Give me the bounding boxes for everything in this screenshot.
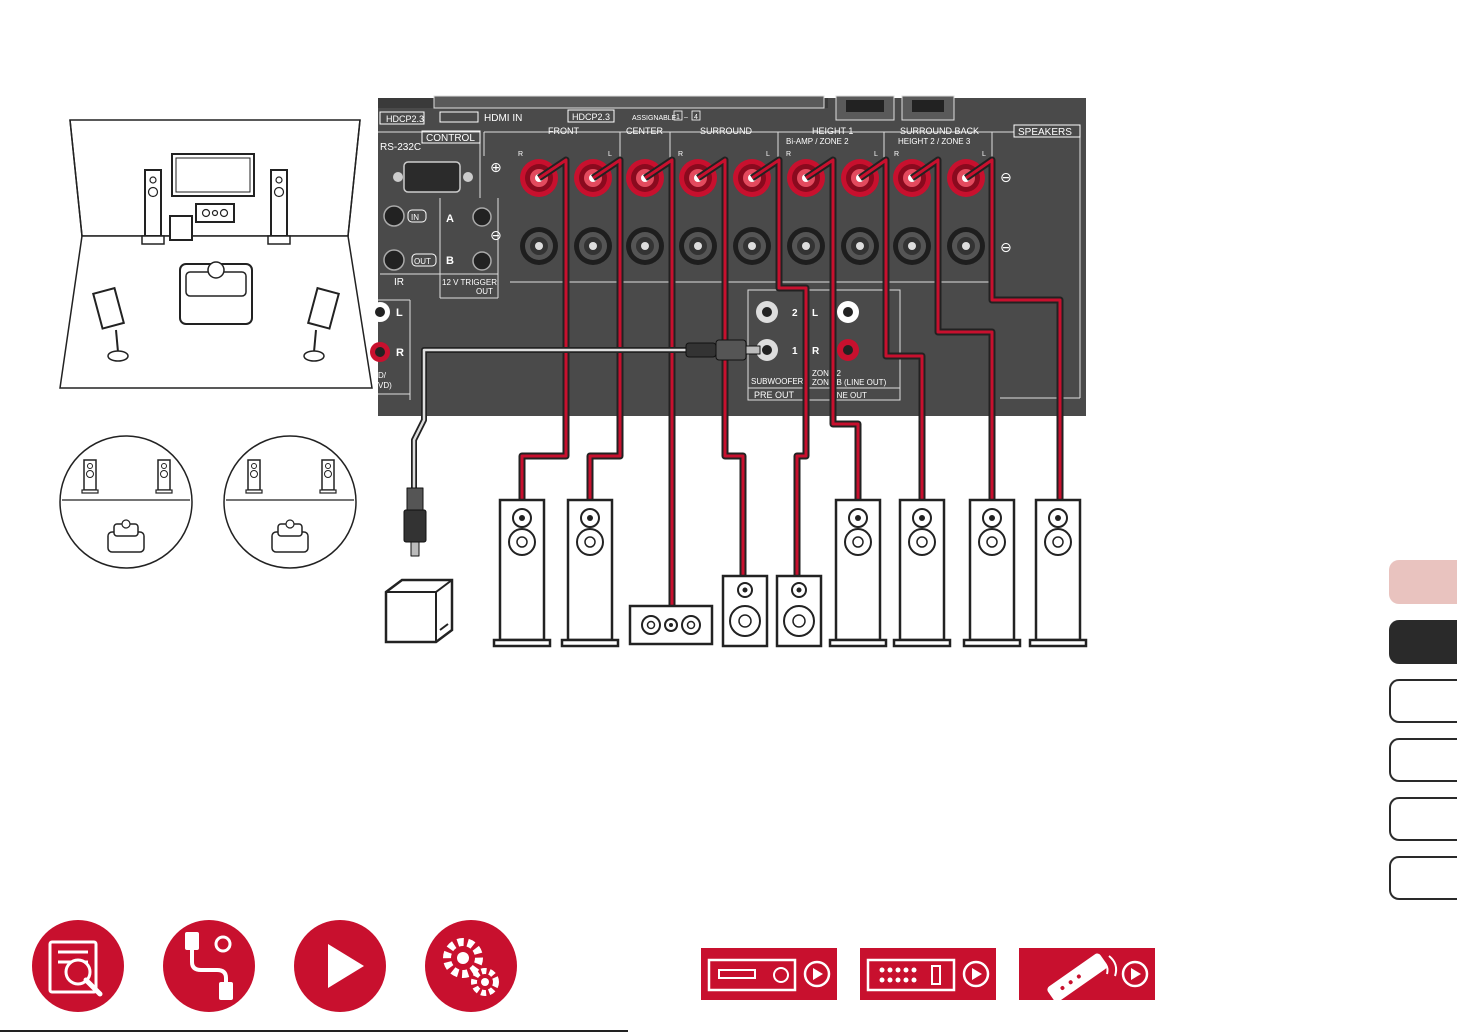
plus-left-label: ⊕ bbox=[490, 159, 502, 175]
pre-out-label: PRE OUT bbox=[754, 390, 795, 400]
height1-label: HEIGHT 1 bbox=[812, 126, 853, 136]
assign-1-label: 1 bbox=[676, 114, 680, 121]
speaker-lineup bbox=[386, 500, 1086, 646]
zone3-label: ZONE B (LINE OUT) bbox=[812, 378, 887, 387]
audio-r-label: R bbox=[396, 347, 404, 359]
center-label: CENTER bbox=[626, 126, 664, 136]
height1-r-label: R bbox=[786, 151, 791, 158]
trigger-b-label: B bbox=[446, 255, 454, 267]
footer-rule bbox=[0, 1030, 628, 1032]
surround-r-label: R bbox=[678, 151, 683, 158]
ir-label: IR bbox=[394, 277, 404, 288]
placement-circle-left bbox=[60, 436, 192, 568]
plus-right-label: ⊖ bbox=[1000, 169, 1012, 185]
pre-r-label: R bbox=[812, 346, 820, 357]
side-tab-6[interactable] bbox=[1389, 856, 1457, 900]
audio-l-label: L bbox=[396, 307, 403, 319]
assignable-label: ASSIGNABLE bbox=[632, 115, 677, 122]
placement-circle-right bbox=[224, 436, 356, 568]
side-tab-2[interactable] bbox=[1389, 620, 1457, 664]
connections-icon[interactable] bbox=[163, 920, 255, 1012]
trigger-out-label: OUT bbox=[476, 287, 493, 296]
setup-icon[interactable] bbox=[425, 920, 517, 1012]
height1-l-label: L bbox=[874, 151, 878, 158]
surround-label: SURROUND bbox=[700, 126, 753, 136]
ir-out-label: OUT bbox=[414, 257, 431, 266]
rear-panel-icon[interactable] bbox=[860, 948, 996, 1000]
minus-left-label: ⊖ bbox=[490, 227, 502, 243]
assign-4-label: 4 bbox=[694, 114, 698, 121]
hdcp-right-label: HDCP2.3 bbox=[572, 112, 610, 122]
control-label: CONTROL bbox=[426, 133, 475, 144]
hdcp-left-label: HDCP2.3 bbox=[386, 114, 424, 124]
dvd-label-2: VD) bbox=[378, 381, 392, 390]
front-panel-icon[interactable] bbox=[701, 948, 837, 1000]
rs232c-label: RS-232C bbox=[380, 142, 421, 153]
sb-r-label: R bbox=[894, 151, 899, 158]
side-tab-5[interactable] bbox=[1389, 797, 1457, 841]
front-label: FRONT bbox=[548, 126, 579, 136]
hdmi-in-label: HDMI IN bbox=[484, 113, 522, 124]
side-tab-1[interactable] bbox=[1389, 560, 1457, 604]
front-r-label: R bbox=[518, 151, 523, 158]
side-tab-3[interactable] bbox=[1389, 679, 1457, 723]
dvd-label-1: D/ bbox=[378, 371, 387, 380]
contents-icon[interactable] bbox=[32, 920, 124, 1012]
pre-2-label: 2 bbox=[792, 308, 798, 319]
height2-zone3-label: HEIGHT 2 / ZONE 3 bbox=[898, 137, 971, 146]
front-l-label: L bbox=[608, 151, 612, 158]
minus-right-label: ⊖ bbox=[1000, 239, 1012, 255]
speakers-label: SPEAKERS bbox=[1018, 127, 1072, 138]
room-layout bbox=[60, 120, 372, 388]
zone2-label: ZONE 2 bbox=[812, 369, 841, 378]
playback-icon[interactable] bbox=[294, 920, 386, 1012]
pre-1-label: 1 bbox=[792, 346, 798, 357]
subwoofer-label: SUBWOOFER bbox=[751, 377, 804, 386]
side-tab-4[interactable] bbox=[1389, 738, 1457, 782]
trigger-label: 12 V TRIGGER bbox=[442, 278, 497, 287]
ir-in-label: IN bbox=[411, 213, 419, 222]
subwoofer-speaker bbox=[386, 580, 452, 642]
trigger-a-label: A bbox=[446, 213, 454, 225]
biamp-zone2-label: Bi-AMP / ZONE 2 bbox=[786, 137, 849, 146]
center-speaker bbox=[630, 606, 712, 644]
remote-icon[interactable] bbox=[1019, 948, 1155, 1000]
surround-back-label: SURROUND BACK bbox=[900, 126, 979, 136]
pre-l-label: L bbox=[812, 308, 818, 319]
surround-l-label: L bbox=[766, 151, 770, 158]
sb-l-label: L bbox=[982, 151, 986, 158]
assign-dash-label: – bbox=[684, 114, 688, 121]
